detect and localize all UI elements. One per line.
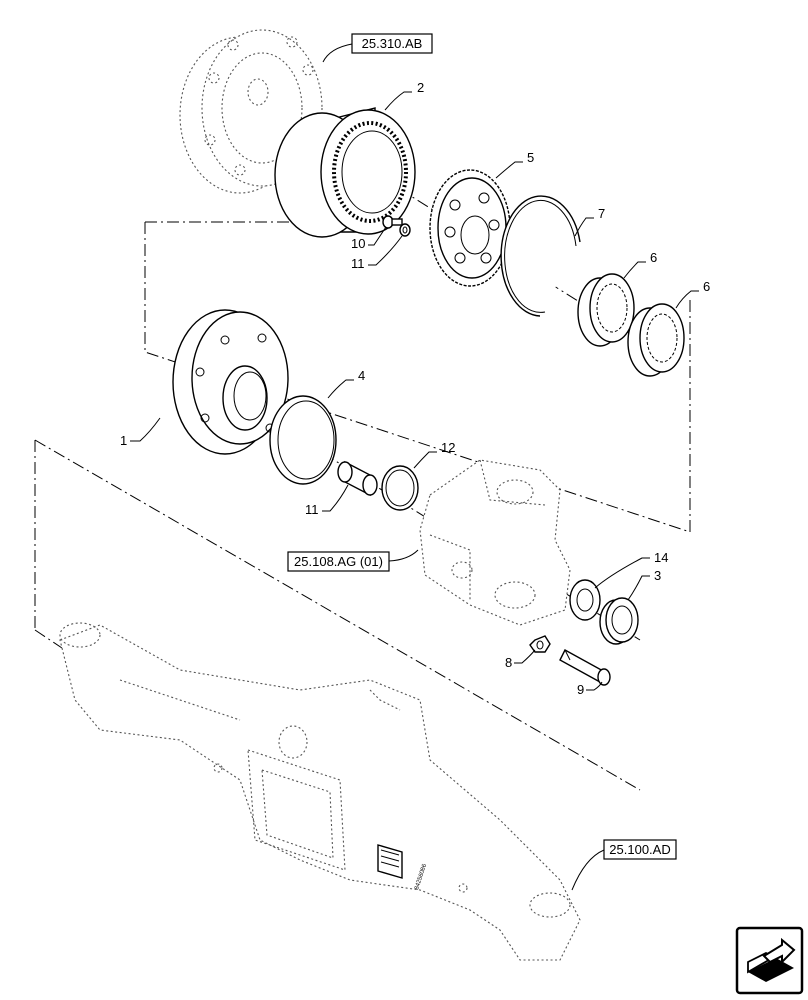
axle-housing-ghost: [59, 622, 581, 961]
svg-text:7: 7: [598, 206, 605, 221]
callout-7: 7: [574, 206, 605, 237]
callout-5: 5: [495, 150, 534, 179]
svg-text:11: 11: [305, 502, 319, 517]
callout-6-lower: 6: [675, 279, 710, 309]
svg-text:1: 1: [120, 433, 127, 448]
snap-ring-7: [500, 195, 581, 317]
callout-11: 11: [351, 235, 403, 271]
svg-text:9: 9: [577, 682, 584, 697]
oil-seal-14: [569, 579, 601, 621]
callout-6-upper: 6: [623, 250, 657, 279]
callout-14: 14: [594, 550, 668, 589]
steering-knuckle-ghost: [419, 459, 571, 626]
axle-id-plate: [377, 844, 403, 879]
svg-text:6: 6: [650, 250, 657, 265]
pin-bolt-9: [559, 649, 611, 686]
callout-10: 10: [351, 226, 387, 251]
hub-carrier: [172, 309, 289, 455]
next-page-arrow-icon[interactable]: [735, 926, 804, 995]
reference-box-housing[interactable]: 25.108.AG (01): [287, 551, 390, 572]
callout-9: 9: [577, 681, 603, 697]
svg-text:12: 12: [441, 440, 455, 455]
reference-box-hub[interactable]: 25.310.AB: [351, 33, 433, 54]
screw-and-washer: [382, 215, 411, 237]
reference-label-axle: 25.100.AD: [609, 842, 670, 857]
callout-13: 12: [413, 440, 455, 469]
tapered-bearing-lower: [627, 303, 685, 377]
callout-1: 1: [120, 417, 161, 448]
reference-box-axle[interactable]: 25.100.AD: [603, 839, 677, 860]
svg-text:2: 2: [417, 80, 424, 95]
circlip-13: [381, 465, 419, 511]
callout-3: 3: [627, 568, 661, 601]
tapered-bearing-upper: [577, 273, 635, 347]
svg-text:8: 8: [505, 655, 512, 670]
svg-text:5: 5: [527, 150, 534, 165]
callout-12: 11: [305, 484, 349, 517]
svg-text:3: 3: [654, 568, 661, 583]
reference-label-hub: 25.310.AB: [362, 36, 423, 51]
svg-text:4: 4: [358, 368, 365, 383]
nut-8: [529, 635, 551, 653]
svg-text:6: 6: [703, 279, 710, 294]
svg-text:11: 11: [351, 256, 365, 271]
callout-2: 2: [384, 80, 424, 111]
ring-gear: [274, 107, 416, 238]
seal-ring-4: [269, 395, 337, 485]
callout-4: 4: [327, 368, 365, 399]
reference-label-housing: 25.108.AG (01): [294, 554, 383, 569]
bushing-12: [337, 460, 378, 497]
callout-8: 8: [505, 649, 536, 670]
bearing-cup-3: [599, 597, 639, 645]
svg-text:14: 14: [654, 550, 668, 565]
svg-text:10: 10: [351, 236, 365, 251]
planet-carrier: [429, 169, 511, 287]
